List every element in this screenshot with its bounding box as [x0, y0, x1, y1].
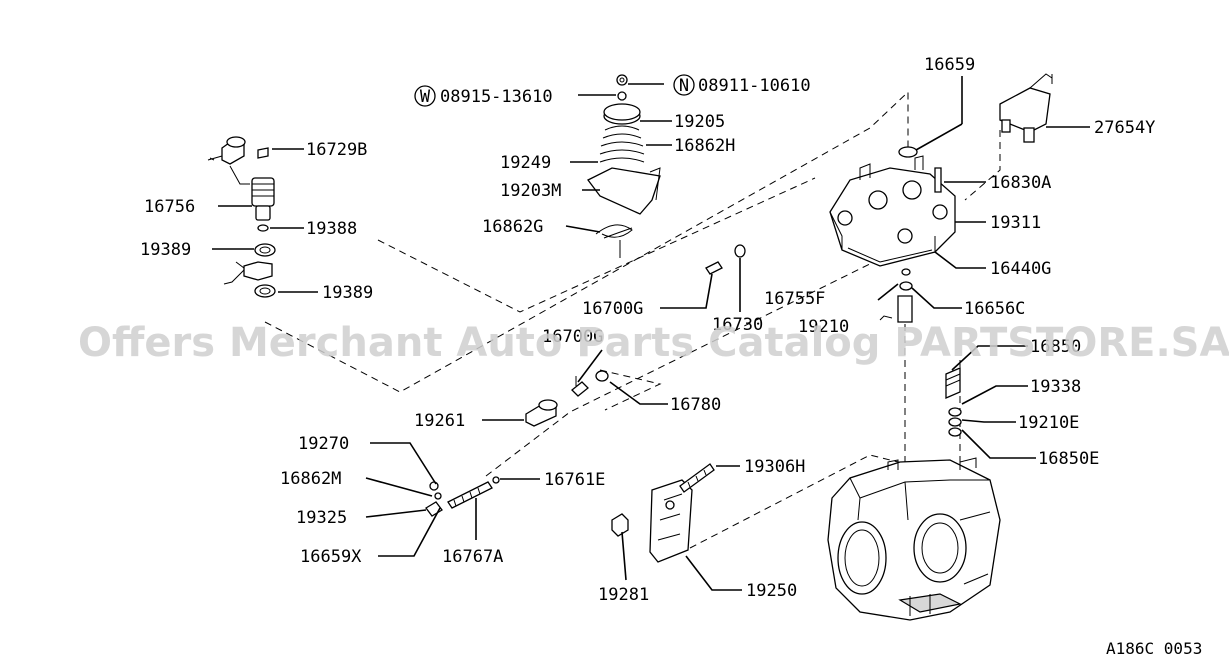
pump-rod-assembly — [425, 476, 500, 517]
part-label-16729B: 16729B — [306, 140, 367, 160]
part-label-16756: 16756 — [144, 197, 195, 217]
part-label-16850E: 16850E — [1038, 449, 1099, 469]
part-label-19389-upper: 19389 — [140, 240, 191, 260]
part-label-16700G-upper: 16700G — [582, 299, 643, 319]
part-label-16780: 16780 — [670, 395, 721, 415]
part-label-19270: 19270 — [298, 434, 349, 454]
part-label-19306H: 19306H — [744, 457, 805, 477]
part-labels: 08915-13610 08911-10610 16659 19205 1686… — [140, 55, 1155, 605]
part-label-19249: 19249 — [500, 153, 551, 173]
washer-symbol-text: W — [420, 87, 431, 107]
part-label-19325: 19325 — [296, 508, 347, 528]
part-label-16862M: 16862M — [280, 469, 341, 489]
part-label-08915-13610: 08915-13610 — [440, 87, 553, 107]
jets-and-screws — [525, 244, 962, 437]
washer-symbol: W — [414, 85, 436, 107]
part-label-16767A: 16767A — [442, 547, 503, 567]
pump-cover-assembly — [611, 463, 715, 563]
part-label-16850: 16850 — [1030, 337, 1081, 357]
part-label-16659X: 16659X — [300, 547, 362, 567]
part-label-16656C: 16656C — [964, 299, 1025, 319]
part-label-16862H: 16862H — [674, 136, 735, 156]
bracket-assembly — [999, 73, 1053, 143]
part-label-19261: 19261 — [414, 411, 465, 431]
part-label-27654Y: 27654Y — [1094, 118, 1155, 138]
part-label-19205: 19205 — [674, 112, 725, 132]
part-label-19203M: 19203M — [500, 181, 561, 201]
part-label-19281: 19281 — [598, 585, 649, 605]
part-label-08911-10610: 08911-10610 — [698, 76, 811, 96]
part-label-16730: 16730 — [712, 315, 763, 335]
part-label-19389-lower: 19389 — [322, 283, 373, 303]
part-label-19338: 19338 — [1030, 377, 1081, 397]
watermark-text: Offers Merchant Auto Parts Catalog PARTS… — [78, 320, 1229, 366]
part-label-19210E: 19210E — [1018, 413, 1079, 433]
diaphragm-assembly — [587, 74, 661, 258]
part-label-19388: 19388 — [306, 219, 357, 239]
part-label-16440G: 16440G — [990, 259, 1051, 279]
part-label-16830A: 16830A — [990, 173, 1051, 193]
part-label-16761E: 16761E — [544, 470, 605, 490]
part-label-16862G: 16862G — [482, 217, 543, 237]
nut-symbol-text: N — [679, 76, 689, 96]
part-label-19311: 19311 — [990, 213, 1041, 233]
part-label-19210: 19210 — [798, 317, 849, 337]
carburetor-upper-body — [829, 146, 956, 323]
leader-lines — [212, 76, 1090, 591]
part-label-16755F: 16755F — [764, 289, 825, 309]
diagram-code: A186C 0053 — [1106, 639, 1202, 658]
carburetor-main-body — [827, 457, 1001, 621]
part-label-19250: 19250 — [746, 581, 797, 601]
nut-symbol: N — [673, 74, 695, 96]
solenoid-assembly — [207, 136, 276, 298]
part-label-16700G-lower: 16700G — [542, 327, 603, 347]
part-label-16659: 16659 — [924, 55, 975, 75]
